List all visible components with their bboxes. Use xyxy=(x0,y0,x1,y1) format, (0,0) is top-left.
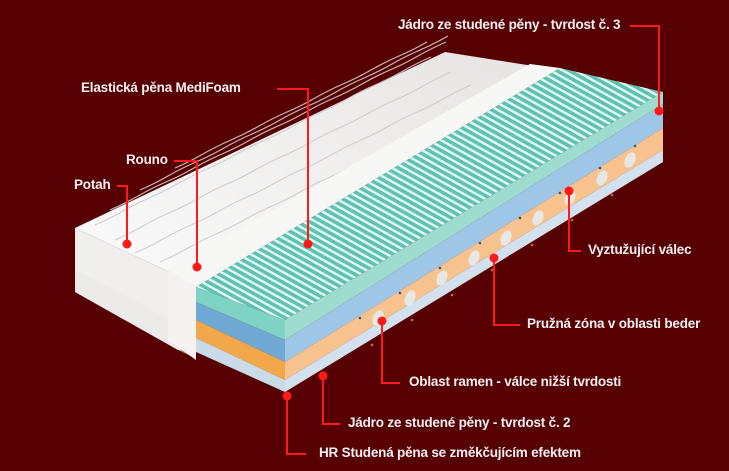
leader-core-3 xyxy=(630,25,660,111)
dot-lumbar xyxy=(489,253,499,263)
dot-core-2 xyxy=(318,371,328,381)
dot-medifoam xyxy=(303,239,313,249)
dot-potah xyxy=(122,239,132,249)
label-shoulder-zone: Oblast ramen - válce nižší tvrdosti xyxy=(409,374,622,389)
label-lumbar-zone: Pružná zóna v oblasti beder xyxy=(527,316,701,331)
dot-core-3 xyxy=(654,106,664,116)
leader-lines xyxy=(117,25,660,455)
label-rouno: Rouno xyxy=(126,152,168,167)
dot-rouno xyxy=(192,262,202,272)
leader-dots xyxy=(122,106,664,401)
leader-rouno xyxy=(174,160,198,267)
leader-shoulder xyxy=(381,321,400,384)
label-core-hardness-3: Jádro ze studené pěny - tvrdost č. 3 xyxy=(398,17,621,32)
label-core-hardness-2: Jádro ze studené pěny - tvrdost č. 2 xyxy=(348,415,571,430)
label-potah: Potah xyxy=(74,177,111,192)
leader-potah xyxy=(117,185,128,244)
dot-hr-foam xyxy=(282,391,292,401)
leader-lumbar xyxy=(493,258,520,326)
label-reinforcing-roller: Vyztužující válec xyxy=(588,242,692,257)
leader-medifoam xyxy=(277,88,309,244)
leader-core-2 xyxy=(322,376,340,425)
label-medifoam: Elastická pěna MediFoam xyxy=(81,80,241,95)
dot-roller xyxy=(564,186,574,196)
leader-roller xyxy=(568,191,581,252)
label-hr-cold-foam: HR Studená pěna se změkčujícím efektem xyxy=(319,445,581,460)
leader-hr-foam xyxy=(286,396,306,455)
dot-shoulder xyxy=(377,316,387,326)
medifoam-top-surface xyxy=(196,68,663,320)
